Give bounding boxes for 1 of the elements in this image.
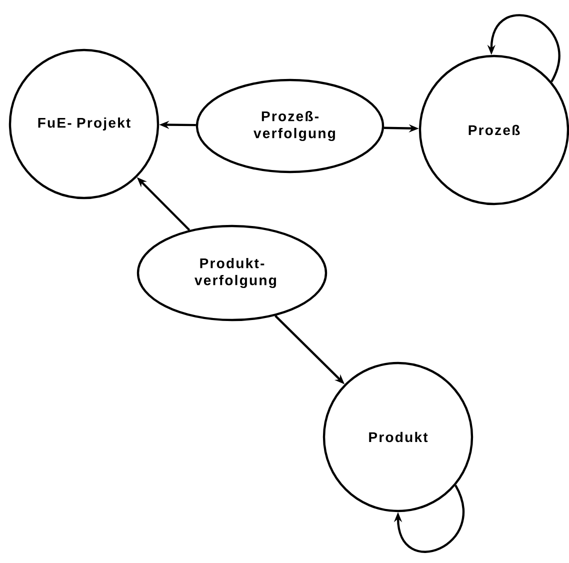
- arrow: [394, 484, 464, 553]
